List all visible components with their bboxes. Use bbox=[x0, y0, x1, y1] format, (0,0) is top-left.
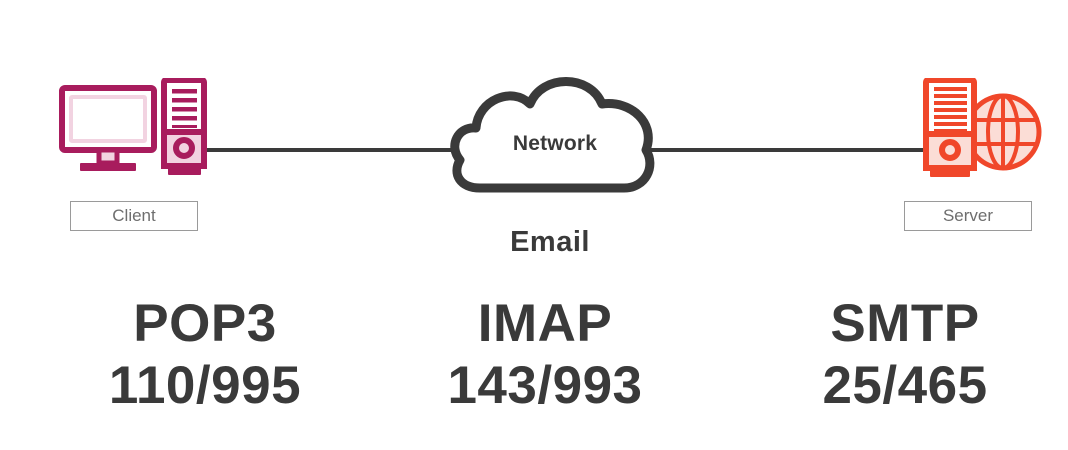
protocol-ports: 110/995 bbox=[108, 356, 302, 415]
server-icon bbox=[920, 77, 1045, 188]
protocol-column-smtp: SMTP 25/465 bbox=[740, 293, 1068, 417]
connection-line-network-to-server bbox=[648, 148, 938, 152]
cloud-icon bbox=[450, 77, 655, 193]
protocol-ports: 143/993 bbox=[447, 356, 643, 415]
network-cloud: Network bbox=[450, 70, 660, 195]
protocol-column-imap: IMAP 143/993 bbox=[380, 293, 710, 417]
protocol-name: SMTP bbox=[830, 294, 980, 353]
connection-line-client-to-network bbox=[198, 148, 474, 152]
client-label-box: Client bbox=[70, 201, 198, 231]
protocol-ports: 25/465 bbox=[822, 356, 988, 415]
client-icon bbox=[58, 77, 208, 188]
server-label-box: Server bbox=[904, 201, 1032, 231]
network-label: Network bbox=[512, 132, 598, 155]
protocol-name: IMAP bbox=[477, 294, 613, 353]
diagram-title: Email bbox=[510, 226, 590, 258]
protocol-name: POP3 bbox=[133, 294, 277, 353]
protocol-column-pop3: POP3 110/995 bbox=[40, 293, 370, 417]
